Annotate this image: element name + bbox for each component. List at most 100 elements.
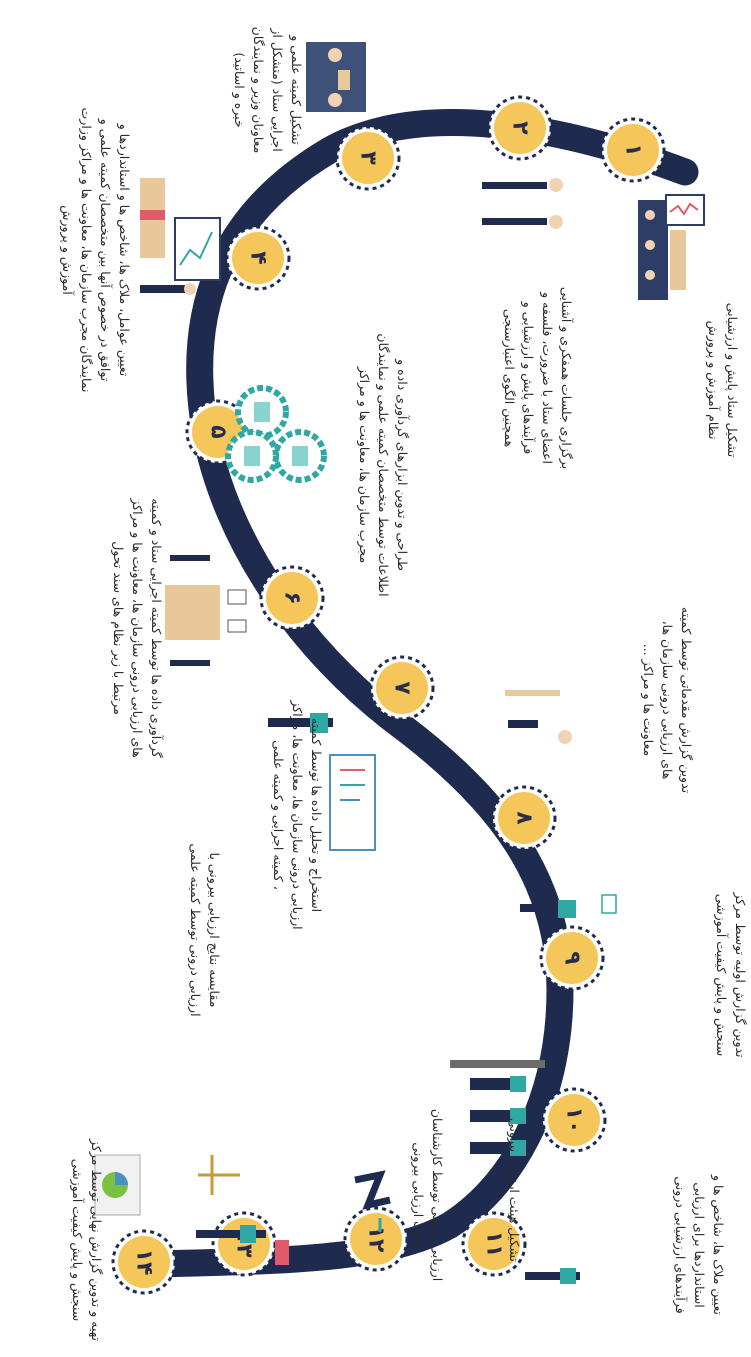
step-node-circle bbox=[232, 232, 284, 284]
step-text-line: توافق در خصوص آنها بین متخصصان کمیته علم… bbox=[97, 118, 113, 382]
step-text-line: اعضای ستاد با ضرورت، فلسفه و bbox=[539, 291, 555, 464]
pointing-person-icon bbox=[354, 1170, 391, 1232]
step-node-1: ۱ bbox=[600, 117, 666, 183]
step-node-10: ۱۰ bbox=[541, 1087, 607, 1153]
step-text-line: نظام آموزش و پرورش bbox=[705, 321, 721, 440]
expert-panel-icon bbox=[450, 1060, 545, 1156]
step-text-line: تشکیل کمیته علمی و bbox=[288, 34, 304, 145]
step-text-line: تعیین ملاک ها، شاخص ها و bbox=[710, 1174, 726, 1315]
step-text-line: تشکیل هیئت ارزیابی بیرونی bbox=[506, 1118, 522, 1262]
step-node-circle bbox=[266, 572, 318, 624]
step-text-line: سنجش و پایش کیفیت آموزشی bbox=[713, 894, 729, 1057]
step-number: ۱ bbox=[621, 143, 646, 156]
step-node-circle bbox=[494, 102, 546, 154]
step-number: ۴ bbox=[246, 251, 271, 264]
step-node-circle bbox=[498, 792, 550, 844]
step-text-line: تدوین گزارش اولیه توسط مرکز bbox=[732, 891, 748, 1058]
step-node-circle bbox=[376, 662, 428, 714]
step-node-3: ۳ bbox=[335, 125, 401, 191]
step-text-line: هیئت ارزیابی بیرونی bbox=[410, 1142, 426, 1247]
step-node-circle bbox=[118, 1236, 170, 1288]
step-text-line: همچنین الگوی اعتبارسنجی bbox=[501, 309, 517, 447]
person-at-desk-icon bbox=[505, 690, 572, 744]
step-text-line: گردآوری داده ها توسط کمیته اجرایی ستاد و… bbox=[148, 498, 164, 757]
step-number: ۷ bbox=[390, 681, 415, 695]
step-node-circle bbox=[350, 1213, 402, 1265]
desk-workers-icon bbox=[165, 555, 247, 666]
step-text-line: های ارزیابی درونی سازمان ها، معاونت ها و… bbox=[129, 497, 145, 757]
meeting-chart-icon bbox=[638, 194, 705, 300]
step-node-11: ۱۱ bbox=[461, 1211, 527, 1277]
step-number: ۶ bbox=[280, 591, 305, 604]
committee-table-icon bbox=[306, 42, 366, 112]
step-text-line: فرآیندهای ارزشیابی درونی bbox=[672, 1176, 688, 1313]
step-text-line: ارزیابی درونی سازمان ها، معاونت ها، مراک… bbox=[289, 699, 305, 929]
step-text-line: استانداردها برای ارزیابی bbox=[691, 1182, 707, 1307]
report-chart-icon bbox=[94, 1154, 141, 1216]
scale-icon bbox=[196, 1155, 289, 1265]
step-number: ۸ bbox=[512, 811, 537, 825]
step-text-line: مجرب سازمان ها، معاونت ها و مراکز bbox=[356, 366, 372, 563]
step-text-line: های ارزیابی درونی سازمان ها، bbox=[659, 621, 675, 780]
step-number: ۹ bbox=[560, 951, 585, 964]
step-node-2: ۲ bbox=[487, 95, 553, 161]
step-text-line: معاونان وزیر و نمایندگان bbox=[250, 27, 266, 154]
step-node-circle bbox=[342, 132, 394, 184]
step-text-line: برگزاری جلسات همفکری و آشنایی bbox=[558, 287, 574, 469]
people-talking-icon bbox=[482, 178, 563, 229]
step-node-8: ۸ bbox=[491, 785, 557, 851]
step-6-text: گردآوری داده ها توسط کمیته اجرایی ستاد و… bbox=[110, 497, 164, 757]
step-5-text: طراحی و تدوین ابزارهای گردآوری داده واطل… bbox=[356, 333, 410, 596]
step-node-12: ۱۲ bbox=[343, 1206, 409, 1272]
step-text-line: مقایسه نتایج ارزیابی بیرونی با bbox=[206, 853, 222, 1008]
presenter-icon bbox=[520, 894, 617, 918]
step-node-14: ۱۴ bbox=[111, 1229, 177, 1295]
step-text-line: ارزیابی بیرونی توسط کارشناسان bbox=[429, 1109, 445, 1281]
step-number: ۱۴ bbox=[132, 1249, 157, 1276]
step-number: ۱۰ bbox=[562, 1107, 587, 1134]
step-node-circle bbox=[468, 1218, 520, 1270]
step-text-line: تهیه و تدوین گزارش نهایی توسط مرکز bbox=[88, 1138, 104, 1341]
step-text-line: ، کمیته اجرایی و کمیته علمی bbox=[270, 740, 286, 890]
step-text-line: ارزیابی درونی توسط کمیته علمی bbox=[187, 843, 203, 1016]
step-text-line: استخراج و تحلیل داده ها توسط کمیته bbox=[308, 718, 324, 912]
step-number: ۲ bbox=[508, 121, 533, 135]
gears-icon bbox=[225, 385, 327, 483]
step-number: ۳ bbox=[356, 151, 381, 165]
step-10-text: تشکیل هیئت ارزیابی بیرونی bbox=[506, 1118, 522, 1262]
step-text-line: اجرایی ستاد (متشکل از bbox=[269, 27, 285, 151]
step-number: ۵ bbox=[206, 425, 231, 438]
step-node-9: ۹ bbox=[539, 925, 605, 991]
step-text-line: طراحی و تدوین ابزارهای گردآوری داده و bbox=[394, 358, 410, 571]
step-number: ۱۲ bbox=[364, 1226, 389, 1253]
step-node-circle bbox=[607, 124, 659, 176]
step-text-line: سنجش و پایش کیفیت آموزشی bbox=[69, 1159, 85, 1322]
step-text-line: نمایندگان مجرب سازمان ها، معاونت ها و مر… bbox=[78, 108, 94, 393]
step-node-7: ۷ bbox=[369, 655, 435, 721]
step-text-line: تشکیل ستاد پایش و ارزشیابی bbox=[724, 303, 740, 458]
step-text-line: فرآیندهای پایش و ارزشیابی و bbox=[520, 301, 536, 455]
step-7-text: استخراج و تحلیل داده ها توسط کمیتهارزیاب… bbox=[270, 699, 324, 929]
step-text-line: مرتبط با زیر نظام های سند تحول bbox=[110, 541, 126, 715]
evaluator-icon bbox=[525, 1268, 580, 1284]
step-node-4: ۴ bbox=[225, 225, 291, 291]
step-text-line: تدوین گزارش مقدماتی توسط کمیته bbox=[678, 607, 694, 794]
step-text-line: معاونت ها و مراکز ... bbox=[640, 644, 656, 757]
presentation-board-icon bbox=[140, 178, 221, 295]
step-node-13: ۱۳ bbox=[211, 1211, 277, 1277]
step-node-circle bbox=[546, 932, 598, 984]
step-text-line: آموزش و پرورش bbox=[59, 205, 75, 295]
analyst-chart-icon bbox=[268, 713, 376, 851]
step-text-line: اطلاعات توسط متخصصان کمیته علمی و نمایند… bbox=[375, 333, 391, 596]
step-number: ۱۱ bbox=[482, 1231, 507, 1258]
